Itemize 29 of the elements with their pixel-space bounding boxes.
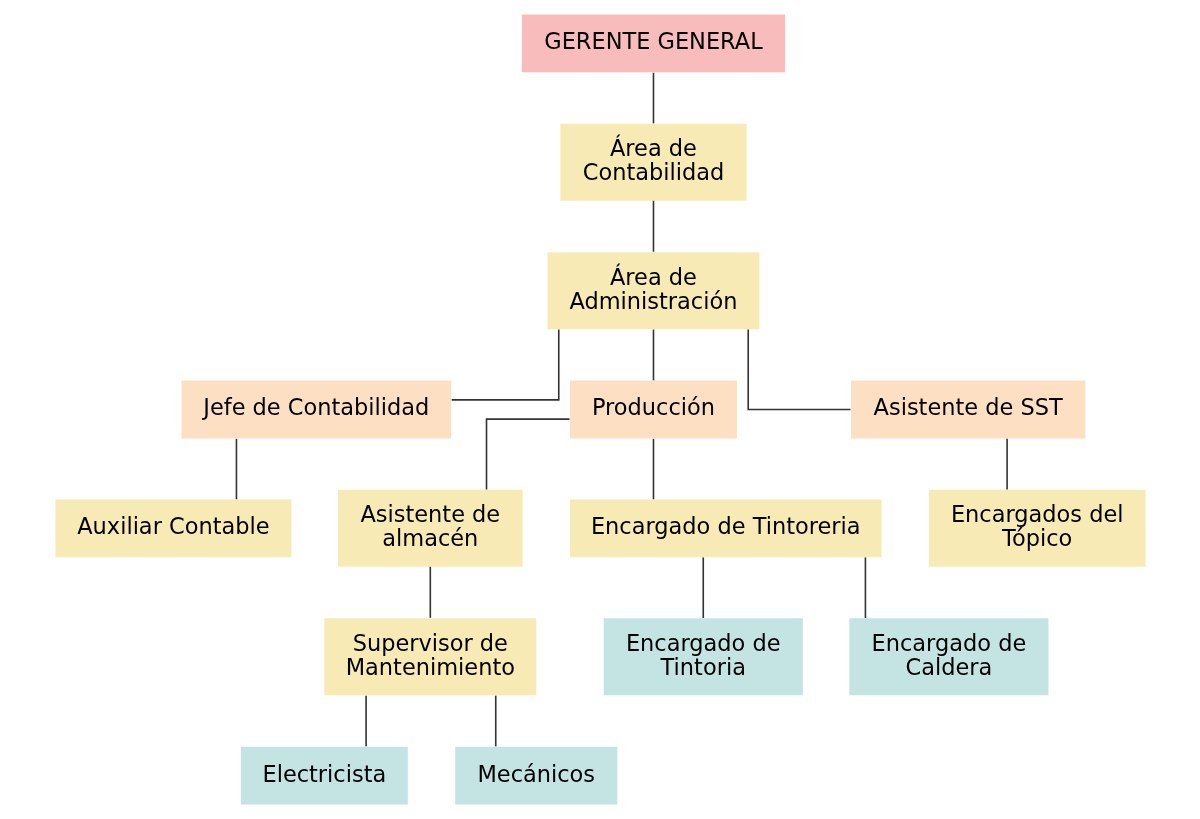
node-box: Mecánicos <box>454 746 617 805</box>
node-box: Encargado de Caldera <box>848 618 1048 696</box>
connector <box>652 438 654 501</box>
connector <box>1005 438 1008 491</box>
connector <box>450 328 560 401</box>
node-box: Jefe de Contabilidad <box>180 380 451 439</box>
node-box: Área de Administración <box>547 252 759 330</box>
node-box: Asistente de SST <box>850 380 1085 439</box>
connector <box>652 199 654 253</box>
node-box: GERENTE GENERAL <box>521 14 785 73</box>
connector <box>652 72 654 125</box>
connector <box>364 694 367 748</box>
connector <box>485 418 570 491</box>
connector <box>235 438 237 501</box>
connector <box>746 328 851 411</box>
node-box: Electricista <box>240 746 408 805</box>
connector <box>701 556 704 619</box>
node-box: Área de Contabilidad <box>559 123 747 201</box>
connector <box>494 694 497 748</box>
node-box: Encargado de Tintoria <box>603 618 803 696</box>
node-box: Auxiliar Contable <box>54 499 291 558</box>
node-box: Supervisor de Mantenimiento <box>323 618 536 696</box>
connector <box>652 328 654 382</box>
node-box: Encargado de Tintoreria <box>569 499 881 558</box>
node-box: Producción <box>569 380 737 439</box>
node-box: Encargados del Tópico <box>928 489 1146 567</box>
node-box: Asistente de almacén <box>337 489 523 567</box>
connector <box>864 556 866 619</box>
connector <box>429 566 431 619</box>
